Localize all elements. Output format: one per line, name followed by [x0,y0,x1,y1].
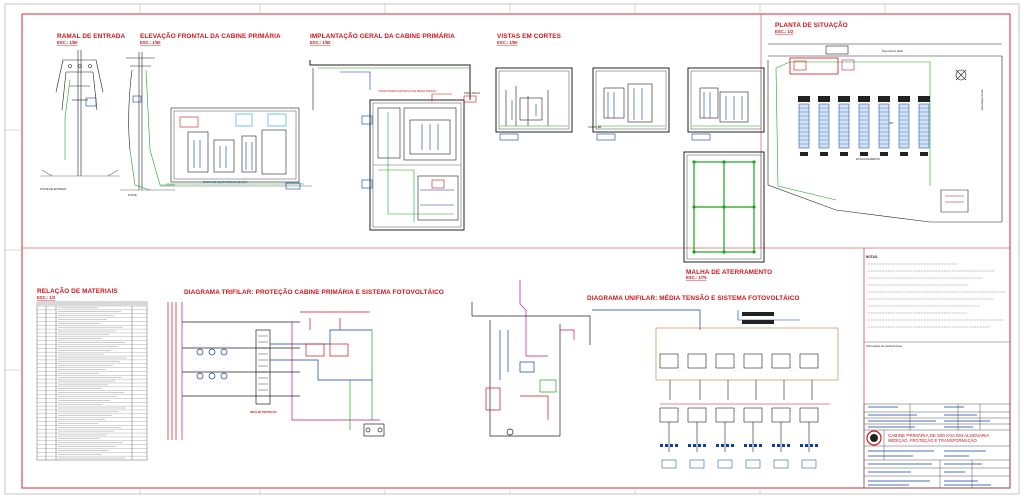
svg-text:RELÉ DE PROTEÇÃO: RELÉ DE PROTEÇÃO [250,409,277,414]
svg-text:Informações de Características: Informações de Características [866,344,903,348]
project-title-line1: CABINE PRIMÁRIA DE 500 KVA EM ALVENARIA [888,432,990,438]
title-unifilar: DIAGRAMA UNIFILAR: MÉDIA TENSÃO E SISTEM… [587,293,800,302]
svg-text:BARRA DE EQUIPOTENCIALIZAÇÃO: BARRA DE EQUIPOTENCIALIZAÇÃO [203,179,248,184]
solar-array [838,96,850,156]
unifilar-right [655,310,839,405]
inverter [659,353,679,469]
trifilar-diagram [167,302,385,440]
scale-elevacao: ESC.: 1/50 [140,40,161,45]
svg-text:CONDUTORES ELÉTRICOS DE MÉDIA: CONDUTORES ELÉTRICOS DE MÉDIA TENSÃO [378,88,436,93]
scale-implantacao: ESC.: 1/50 [310,40,331,45]
planta-situacao: Rua Antonio Ruffo Rua Alagoa Roda ESTACI… [767,43,1003,223]
inverter [743,353,763,469]
title-elevacao: ELEVAÇÃO FRONTAL DA CABINE PRIMÁRIA [140,31,281,40]
inverter-blocks [659,353,819,469]
scale-malha: ESC.: 1/75 [686,275,707,280]
vistas-cortes [495,67,765,141]
title-block [863,403,1011,489]
solar-array [798,96,810,156]
inverter [799,353,819,469]
notes-header: NOTAS: [866,255,878,259]
svg-text:Rua Alagoa Roda: Rua Alagoa Roda [980,89,984,110]
scale-planta: ESC.: 1/2 [775,29,794,34]
solar-array [858,96,870,156]
title-ramal: RAMAL DE ENTRADA [57,33,126,40]
notes-lines [868,263,1006,328]
svg-text:POSTE DE ENTRADA: POSTE DE ENTRADA [40,187,67,191]
ramal-drawing-side [120,52,175,191]
unifilar-left [471,280,701,437]
materials-rows [37,302,147,459]
project-title-line2: MEDIÇÃO, PROTEÇÃO E TRANSFORMAÇÃO [888,438,978,443]
ramal-drawing [40,50,120,177]
solar-array [918,96,930,156]
solar-array [818,96,830,156]
title-implantacao: IMPLANTAÇÃO GERAL DA CABINE PRIMÁRIA [310,31,455,40]
title-relacao: RELAÇÃO DE MATERIAIS [37,286,118,295]
svg-text:Rua Antonio Ruffo: Rua Antonio Ruffo [882,49,904,53]
svg-text:ESTACIONAMENTO: ESTACIONAMENTO [856,157,880,161]
title-trifilar: DIAGRAMA TRIFILAR: PROTEÇÃO CABINE PRIMÁ… [184,287,444,296]
svg-text:PÁRA-RAIOS: PÁRA-RAIOS [464,91,480,95]
svg-text:POSTE: POSTE [128,193,137,197]
title-planta: PLANTA DE SITUAÇÃO [775,20,848,29]
solar-array [878,96,890,156]
implantacao-drawing [309,60,477,231]
title-vistas: VISTAS EM CORTES [497,33,562,40]
scale-ramal: ESC.: 1/50 [57,40,78,45]
solar-array-group [798,96,930,156]
malha-aterramento [683,151,765,263]
title-block-text [868,406,991,486]
notes-panel: NOTAS: Informações de Características [864,255,1010,348]
inverter [771,353,791,469]
scale-vistas: ESC.: 1/50 [497,40,518,45]
inverter [715,353,735,469]
elevacao-drawing [160,107,312,190]
solar-array [898,96,910,156]
scale-relacao: ESC.: 1/2 [37,295,56,300]
sheet-frame [4,3,1020,495]
inverter [687,353,707,469]
svg-text:CORTE BB: CORTE BB [588,125,601,129]
title-malha: MALHA DE ATERRAMENTO [686,269,772,276]
